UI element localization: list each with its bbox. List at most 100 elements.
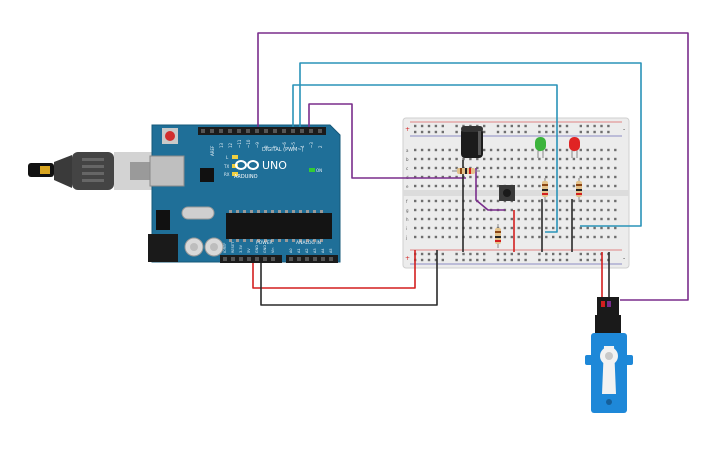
- breadboard-hole: [469, 226, 472, 230]
- breadboard-hole: [552, 208, 555, 212]
- breadboard-hole: [558, 175, 562, 179]
- breadboard-hole: [455, 199, 458, 203]
- breadboard-hole: [483, 217, 486, 221]
- capacitor[interactable]: [461, 126, 483, 158]
- led-green[interactable]: [535, 137, 546, 158]
- breadboard-hole: [441, 226, 444, 230]
- arduino-model: UNO: [262, 159, 287, 172]
- breadboard-hole: [552, 199, 555, 203]
- breadboard-hole: [558, 258, 562, 262]
- breadboard-hole: [510, 226, 513, 230]
- breadboard-hole: [420, 199, 424, 203]
- breadboard-hole: [565, 184, 569, 188]
- breadboard-hole: [476, 235, 479, 239]
- breadboard-hole: [517, 184, 520, 188]
- breadboard-hole: [434, 130, 438, 134]
- breadboard-hole: [558, 217, 562, 221]
- breadboard-hole: [469, 208, 472, 212]
- breadboard-hole: [427, 252, 431, 256]
- breadboard-hole: [489, 226, 493, 230]
- breadboard-hole: [476, 166, 479, 170]
- breadboard[interactable]: + - + - a b c d e f g h i j: [402, 117, 630, 269]
- breadboard-hole: [462, 157, 465, 161]
- row-letter: f: [406, 199, 408, 204]
- breadboard-hole: [552, 148, 555, 152]
- breadboard-hole: [469, 235, 472, 239]
- breadboard-hole: [483, 258, 486, 262]
- breadboard-hole: [476, 258, 479, 262]
- breadboard-hole: [545, 148, 548, 152]
- breadboard-hole: [538, 217, 541, 221]
- breadboard-hole: [572, 184, 576, 188]
- breadboard-hole: [538, 199, 541, 203]
- analog-header[interactable]: [286, 255, 338, 263]
- breadboard-hole: [469, 157, 472, 161]
- breadboard-hole: [427, 124, 431, 128]
- digital-pin-label: AREF: [210, 145, 215, 156]
- analog-pin-label: A3: [313, 248, 317, 253]
- breadboard-hole: [565, 199, 569, 203]
- breadboard-hole: [483, 226, 486, 230]
- resistor[interactable]: [452, 168, 480, 174]
- breadboard-hole: [503, 157, 507, 161]
- breadboard-hole: [469, 217, 472, 221]
- servo-motor[interactable]: [585, 297, 633, 413]
- rx-led-label: RX: [224, 172, 230, 177]
- breadboard-hole: [427, 217, 431, 221]
- breadboard-hole: [496, 217, 500, 221]
- breadboard-hole: [524, 166, 527, 170]
- l-led-label: L: [226, 155, 229, 160]
- breadboard-hole: [441, 252, 444, 256]
- breadboard-hole: [600, 226, 603, 230]
- pushbutton[interactable]: [499, 185, 515, 201]
- breadboard-hole: [462, 124, 465, 128]
- breadboard-hole: [600, 175, 603, 179]
- resistor[interactable]: [576, 178, 582, 202]
- analog-pin-label: A4: [321, 248, 325, 253]
- breadboard-hole: [586, 148, 589, 152]
- power-pin-label: 3.3V: [239, 244, 243, 253]
- analog-pin-label: A1: [297, 248, 301, 253]
- breadboard-hole: [427, 148, 431, 152]
- breadboard-hole: [614, 217, 617, 221]
- breadboard-hole: [538, 258, 541, 262]
- rail-plus-label: +: [405, 126, 410, 133]
- breadboard-hole: [517, 166, 520, 170]
- breadboard-hole: [496, 252, 500, 256]
- arduino-uno-board[interactable]: AREF 13 12 ~11 ~10 ~9 8 7 ~6 ~5 4 ~3 2 D…: [148, 124, 341, 263]
- breadboard-hole: [517, 175, 520, 179]
- breadboard-hole: [483, 166, 486, 170]
- breadboard-hole: [448, 208, 451, 212]
- led-red[interactable]: [569, 137, 580, 158]
- breadboard-hole: [503, 130, 507, 134]
- resistor[interactable]: [495, 224, 501, 248]
- digital-header[interactable]: [198, 127, 326, 135]
- breadboard-hole: [531, 184, 534, 188]
- breadboard-hole: [489, 199, 493, 203]
- breadboard-hole: [427, 208, 431, 212]
- breadboard-hole: [545, 166, 548, 170]
- breadboard-hole: [607, 130, 610, 134]
- breadboard-hole: [517, 252, 520, 256]
- breadboard-hole: [538, 166, 541, 170]
- resistor[interactable]: [542, 178, 548, 202]
- breadboard-hole: [420, 217, 424, 221]
- breadboard-hole: [489, 235, 493, 239]
- wire-black-gnd: [260, 250, 438, 306]
- wire-red-5v: [252, 250, 416, 289]
- breadboard-hole: [483, 184, 486, 188]
- breadboard-hole: [593, 208, 596, 212]
- breadboard-hole: [455, 175, 458, 179]
- breadboard-hole: [427, 130, 431, 134]
- breadboard-hole: [427, 199, 431, 203]
- rail-minus-label: -: [623, 126, 625, 133]
- breadboard-hole: [593, 226, 596, 230]
- breadboard-hole: [552, 226, 555, 230]
- breadboard-hole: [496, 175, 500, 179]
- breadboard-hole: [434, 184, 438, 188]
- breadboard-hole: [517, 226, 520, 230]
- breadboard-hole: [455, 166, 458, 170]
- breadboard-hole: [593, 175, 596, 179]
- breadboard-hole: [614, 226, 617, 230]
- breadboard-hole: [414, 124, 417, 128]
